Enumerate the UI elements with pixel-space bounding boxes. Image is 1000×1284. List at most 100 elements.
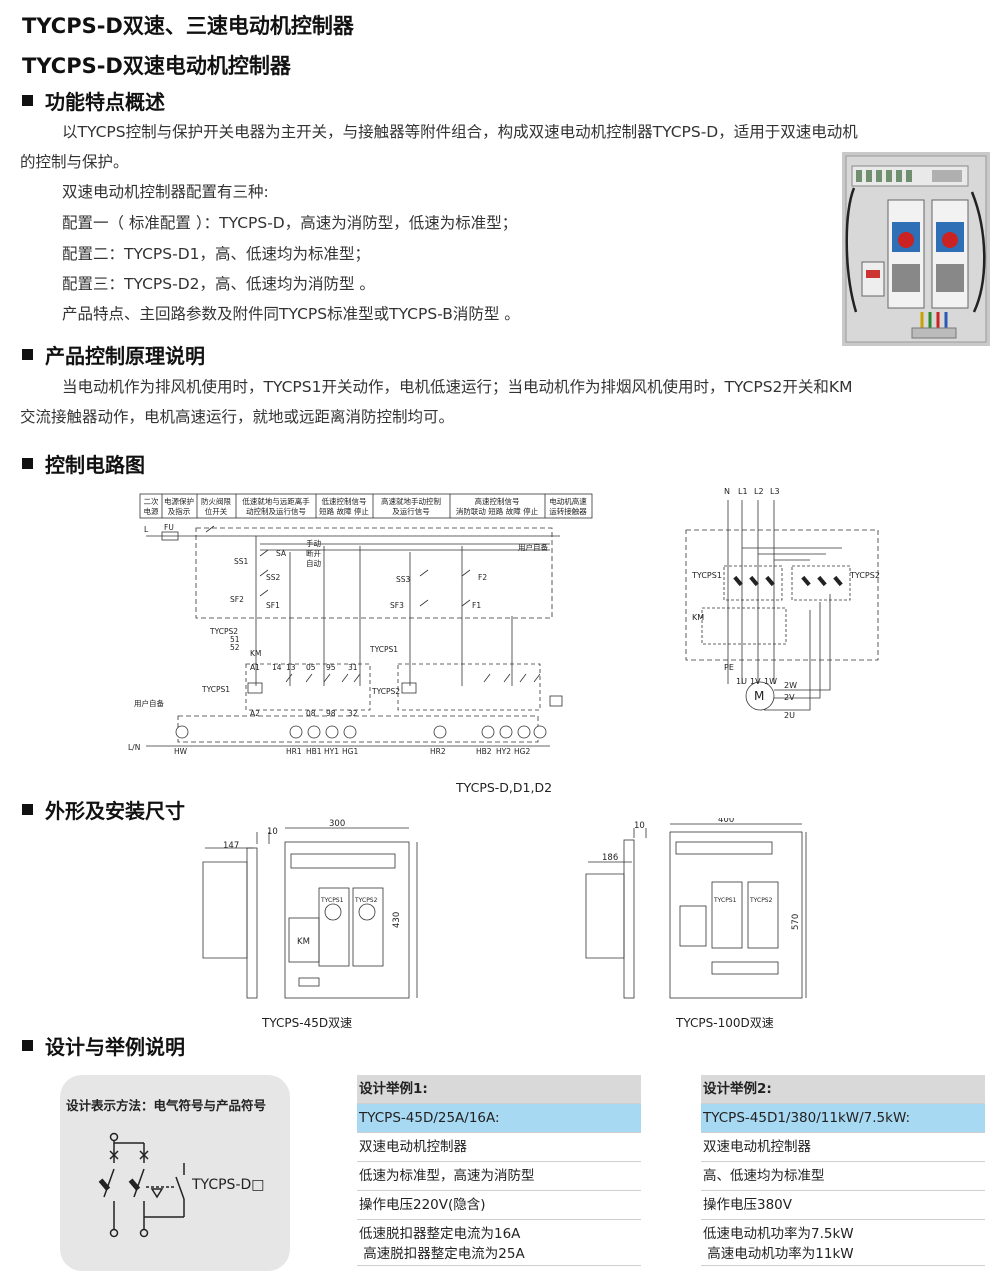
label-98: 98 [326,709,336,718]
section-principle-title: 产品控制原理说明 [45,344,205,368]
product-photo [842,152,990,346]
main-circuit-diagram: N L1 L2 L3 TYCPS1 TYCPS2 KM PE 1U 1V 1W … [685,487,880,720]
label-hb1: HB1 [306,747,322,756]
label-off: 断开 [306,548,321,558]
label-sa: SA [276,549,287,558]
example1-row1: 双速电动机控制器 [357,1133,641,1162]
header-c2a: 电源保护 [164,496,194,506]
example2-row4: 低速电动机功率为7.5kW 高速电动机功率为11kW [701,1220,985,1266]
bullet-square-icon [22,1040,33,1051]
section-design: 设计与举例说明 [22,1031,185,1060]
section-design-title: 设计与举例说明 [45,1035,185,1059]
example1-row4b: 高速脱扣器整定电流为25A [359,1246,525,1262]
label-auto: 自动 [306,558,321,568]
label-f1: F1 [472,601,481,610]
label-05: 05 [306,663,316,672]
main-title: TYCPS-D双速、三速电动机控制器 [22,14,354,38]
label-motor: M [754,689,764,703]
bullet-square-icon [22,95,33,106]
section-circuit: 控制电路图 [22,449,145,478]
label-2w: 2W [784,681,797,690]
features-p6: 产品特点、主回路参数及附件同TYCPS标准型或TYCPS-B消防型 。 [62,305,520,323]
label-manual: 手动 [306,538,321,548]
label-hy1: HY1 [324,747,339,756]
header-c2b: 及指示 [168,506,191,516]
section-features: 功能特点概述 [22,86,165,115]
label-ss2: SS2 [266,573,281,582]
header-c7a: 高速控制信号 [475,496,520,506]
header-c3a: 防火阀限 [201,496,231,506]
example2-table: 设计举例2: TYCPS-45D1/380/11kW/7.5kW: 双速电动机控… [701,1075,985,1266]
label-ln: L/N [128,743,140,752]
design-method-title: 设计表示方法：电气符号与产品符号 [66,1098,267,1113]
header-c6b: 及运行信号 [392,506,430,516]
label-1w: 1W [764,677,777,686]
example1-row2: 低速为标准型，高速为消防型 [357,1162,641,1191]
label-hy2: HY2 [496,747,511,756]
label-1u: 1U [736,677,747,686]
label-51: 51 [230,635,240,644]
dim-right-tycps2: TYCPS2 [749,897,773,904]
principle-line2: 交流接触器动作，电机高速运行，就地或远距离消防控制均可。 [20,408,455,426]
section-dimensions-title: 外形及安装尺寸 [45,799,185,823]
label-a2: A2 [250,709,260,718]
header-c4a: 低速就地与远距离手 [242,496,310,506]
example1-table: 设计举例1: TYCPS-45D/25A/16A: 双速电动机控制器 低速为标准… [357,1075,641,1266]
label-hg2: HG2 [514,747,530,756]
label-31: 31 [348,663,358,672]
dim-left-width: 300 [329,819,345,829]
label-2u: 2U [784,711,795,720]
dim-left-tycps2: TYCPS2 [354,897,378,904]
dim-left-height: 430 [392,912,402,928]
features-p1-line1: 以TYCPS控制与保护开关电器为主开关，与接触器等附件组合，构成双速电动机控制器… [62,123,858,141]
bullet-square-icon [22,804,33,815]
example2-title: 设计举例2: [701,1075,985,1104]
example2-row1: 双速电动机控制器 [701,1133,985,1162]
header-c6a: 高速就地手动控制 [381,496,441,506]
label-a1: A1 [250,663,260,672]
section-features-title: 功能特点概述 [45,90,165,114]
example2-row4a: 低速电动机功率为7.5kW [703,1226,854,1242]
features-p2: 双速电动机控制器配置有三种: [62,183,269,201]
label-2v: 2V [784,693,795,702]
dim-right-tycps1: TYCPS1 [713,897,737,904]
label-sf3: SF3 [390,601,404,610]
dim-left-km: KM [297,937,310,947]
circuit-caption: TYCPS-D,D1,D2 [456,780,553,795]
label-ss3: SS3 [396,575,411,584]
dimension-drawing-100d: 186 10 400 570 TYCPS1 TYCPS2 [585,818,807,999]
product-symbol: TYCPS-D□ [192,1177,265,1193]
dim-left-caption: TYCPS-45D双速 [262,1016,353,1030]
label-13: 13 [286,663,296,672]
header-c1b: 电源 [144,506,159,516]
label-l2: L2 [754,487,764,496]
dim-left-gap: 10 [267,827,278,837]
sub-title: TYCPS-D双速电动机控制器 [22,54,291,78]
dim-right-depth: 186 [602,853,618,863]
label-l3: L3 [770,487,780,496]
label-l: L [144,525,149,534]
label-tycps2: TYCPS2 [371,687,400,696]
label-08: 08 [306,709,316,718]
header-c4b: 动控制及运行信号 [246,506,306,516]
example2-model: TYCPS-45D1/380/11kW/7.5kW: [701,1104,985,1133]
header-c8a: 电动机高速 [549,496,587,506]
section-principle: 产品控制原理说明 [22,340,205,369]
label-main-km: KM [692,613,704,622]
label-hg1: HG1 [342,747,358,756]
label-main-tycps2: TYCPS2 [849,571,880,580]
label-f2: F2 [478,573,487,582]
label-user2: 用户自备 [134,698,164,708]
label-l1: L1 [738,487,748,496]
features-p5: 配置三：TYCPS-D2，高、低速均为消防型 。 [62,275,375,293]
label-fu: FU [164,523,174,532]
example1-row4a: 低速脱扣器整定电流为16A [359,1226,521,1242]
label-sf1: SF1 [266,601,280,610]
label-hr2: HR2 [430,747,446,756]
dim-right-gap: 10 [634,821,645,831]
electrical-symbol [98,1132,185,1238]
example2-row3: 操作电压380V [701,1191,985,1220]
example2-row4b: 高速电动机功率为11kW [703,1246,854,1262]
label-pe: PE [724,663,734,672]
dim-left-depth: 147 [223,841,239,851]
